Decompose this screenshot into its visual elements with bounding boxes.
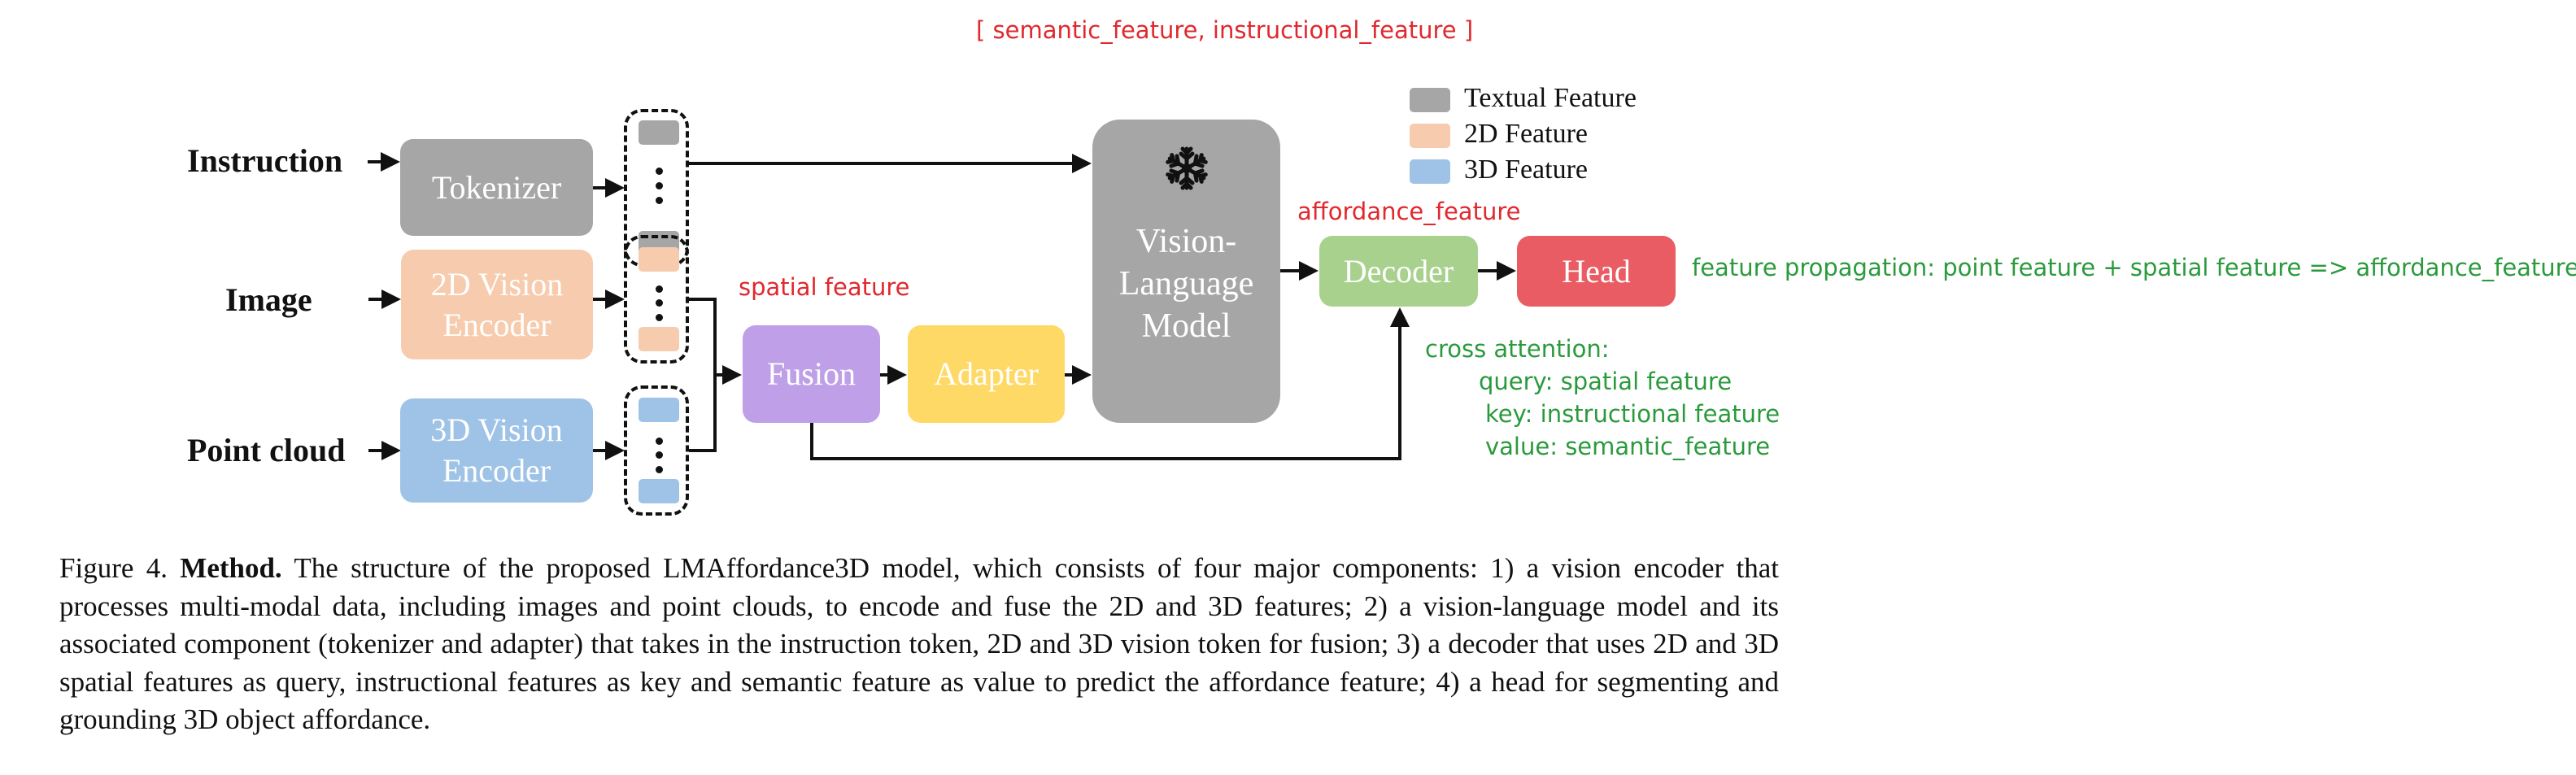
decoder-label: Decoder xyxy=(1343,252,1454,290)
cross-attention-title: cross attention: xyxy=(1425,335,1610,363)
ellipsis-dot xyxy=(656,314,663,321)
top-annotation: [ semantic_feature, instructional_featur… xyxy=(976,16,1474,44)
input-label-point-cloud: Point cloud xyxy=(187,432,346,468)
3d-token-group xyxy=(624,385,689,516)
input-label-instruction: Instruction xyxy=(187,142,343,179)
vlm-label-line2: Language xyxy=(1118,265,1254,303)
fusion-label: Fusion xyxy=(767,355,856,392)
affordance-feature-label: affordance_feature xyxy=(1297,198,1521,225)
adapter-block: Adapter xyxy=(908,325,1065,423)
head-block: Head xyxy=(1517,236,1676,307)
head-label: Head xyxy=(1562,252,1631,290)
decoder-block: Decoder xyxy=(1319,236,1478,307)
cross-attention-value: value: semantic_feature xyxy=(1485,433,1771,460)
connector-2d-tokens xyxy=(689,298,717,452)
caption-prefix: Figure 4. xyxy=(59,552,181,584)
3d-token xyxy=(639,398,679,422)
encoder-2d-block: 2D Vision Encoder xyxy=(401,250,593,359)
3d-token xyxy=(639,479,679,503)
encoder-3d-block: 3D Vision Encoder xyxy=(400,398,593,503)
cross-attention-query: query: spatial feature xyxy=(1479,368,1733,395)
ellipsis-dot xyxy=(656,285,663,293)
vlm-label-line1: Vision- xyxy=(1135,223,1237,260)
feature-propagation-annotation: feature propagation: point feature + spa… xyxy=(1692,254,2576,281)
legend-label-3d: 3D Feature xyxy=(1464,155,1589,185)
caption-bold-title: Method. xyxy=(180,552,282,584)
encoder-3d-label-line1: 3D Vision xyxy=(430,411,563,448)
caption-body: The structure of the proposed LMAffordan… xyxy=(59,552,1779,735)
tokenizer-label: Tokenizer xyxy=(431,168,562,206)
legend-label-textual: Textual Feature xyxy=(1464,83,1637,113)
text-token xyxy=(639,120,679,145)
figure-caption: Figure 4. Method. The structure of the p… xyxy=(59,550,1779,739)
fusion-block: Fusion xyxy=(743,325,880,423)
encoder-3d-label-line2: Encoder xyxy=(442,452,551,489)
2d-token xyxy=(639,247,679,272)
ellipsis-dot xyxy=(656,466,663,473)
vlm-block: Vision- Language Model xyxy=(1092,120,1280,423)
2d-token-group xyxy=(624,235,689,364)
vlm-label-line3: Model xyxy=(1141,307,1231,345)
ellipsis-dot xyxy=(656,197,663,204)
legend-swatch-textual xyxy=(1410,88,1450,112)
adapter-label: Adapter xyxy=(934,355,1039,392)
input-label-image: Image xyxy=(225,281,312,318)
encoder-2d-label-line2: Encoder xyxy=(442,306,551,343)
legend-swatch-2d xyxy=(1410,124,1450,148)
snowflake-icon xyxy=(1166,146,1208,191)
ellipsis-dot xyxy=(656,182,663,189)
spatial-feature-label: spatial feature xyxy=(739,273,910,301)
ellipsis-dot xyxy=(656,438,663,445)
ellipsis-dot xyxy=(656,168,663,175)
cross-attention-key: key: instructional feature xyxy=(1485,400,1781,428)
encoder-2d-label-line1: 2D Vision xyxy=(430,265,564,303)
tokenizer-block: Tokenizer xyxy=(400,139,593,236)
ellipsis-dot xyxy=(656,451,663,459)
2d-token xyxy=(639,327,679,351)
ellipsis-dot xyxy=(656,299,663,307)
connector-fusion-to-decoder xyxy=(810,314,1401,460)
legend-swatch-3d xyxy=(1410,159,1450,184)
legend-label-2d: 2D Feature xyxy=(1464,119,1589,149)
